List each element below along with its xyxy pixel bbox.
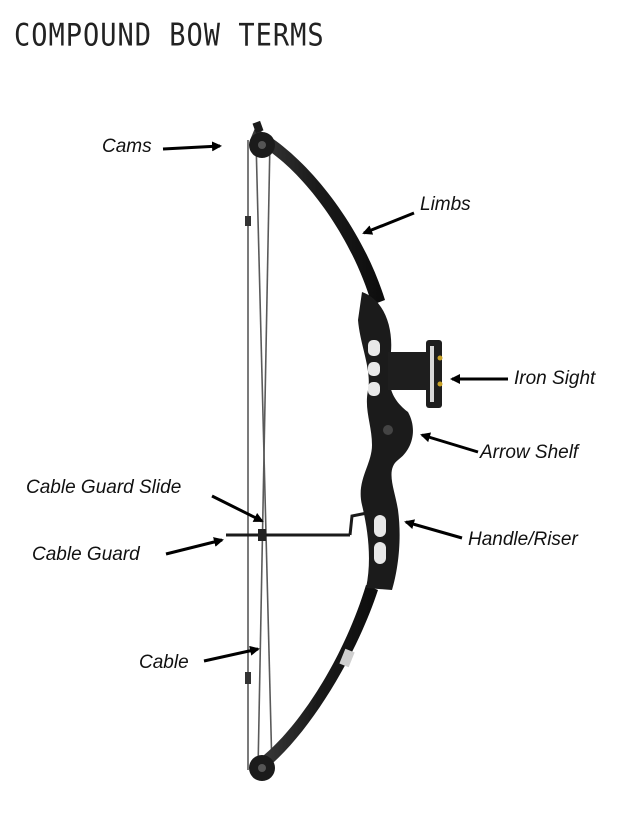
label-arrow-shelf: Arrow Shelf bbox=[480, 442, 579, 463]
bow-strings bbox=[247, 139, 273, 771]
sight-pin-1 bbox=[437, 355, 443, 361]
riser-cutout-4 bbox=[374, 515, 386, 537]
riser-cutout-5 bbox=[374, 542, 386, 564]
label-limbs: Limbs bbox=[420, 194, 471, 215]
arrow-shelf-knob bbox=[383, 425, 393, 435]
lower-limb bbox=[258, 585, 378, 772]
handle-riser-arrow bbox=[404, 519, 463, 540]
bottom-cam bbox=[249, 755, 275, 781]
riser-cutout-2 bbox=[368, 362, 380, 376]
riser-cutout-3 bbox=[368, 382, 380, 396]
cable-guard-slide-arrow bbox=[211, 494, 264, 523]
label-handle-riser: Handle/Riser bbox=[468, 529, 578, 550]
cable-guard-arrow bbox=[165, 537, 224, 556]
limb-decal bbox=[339, 648, 355, 668]
sight-pin-2 bbox=[437, 381, 443, 387]
limbs-arrow bbox=[362, 211, 415, 235]
string-serving-bottom bbox=[245, 672, 251, 684]
label-cable-guard: Cable Guard bbox=[32, 544, 140, 565]
arrow-shelf-arrow bbox=[420, 432, 479, 454]
riser-cutout-1 bbox=[368, 340, 380, 356]
cams-arrow bbox=[162, 141, 222, 152]
label-cable-guard-slide: Cable Guard Slide bbox=[26, 477, 182, 498]
iron-sight bbox=[388, 340, 443, 408]
string-serving-top bbox=[245, 216, 251, 226]
top-cam bbox=[249, 120, 275, 158]
riser bbox=[358, 292, 413, 590]
cable-guard bbox=[226, 510, 373, 541]
page-title: COMPOUND BOW TERMS bbox=[14, 18, 325, 54]
label-cable: Cable bbox=[139, 652, 189, 673]
label-iron-sight: Iron Sight bbox=[514, 368, 596, 389]
label-cams: Cams bbox=[102, 136, 152, 157]
cable-line-2 bbox=[257, 139, 271, 771]
cable-arrow bbox=[203, 645, 260, 663]
cable-guard-slide-block bbox=[258, 529, 266, 541]
